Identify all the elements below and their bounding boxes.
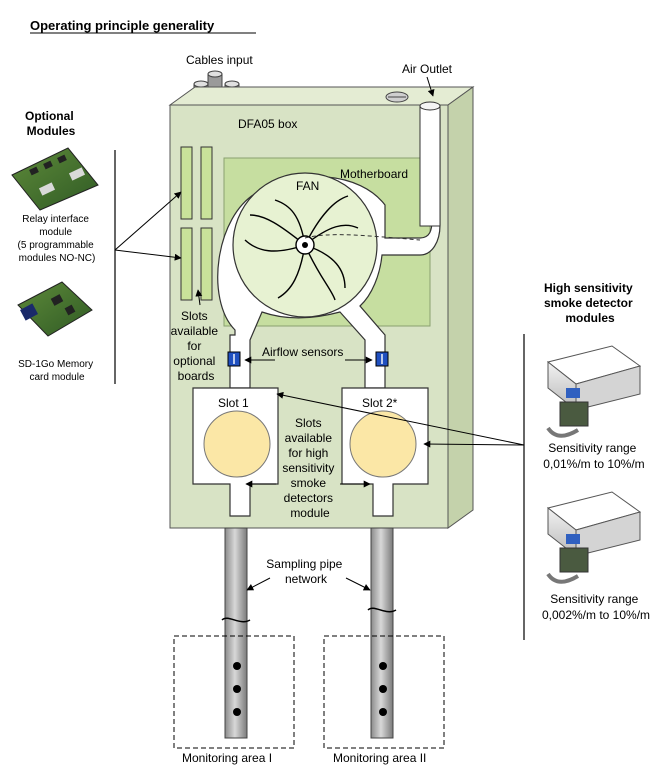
detector-module-image-2 — [546, 491, 642, 584]
motherboard-label: Motherboard — [340, 167, 408, 181]
high-sensitivity-heading: High sensitivity smoke detector modules — [544, 281, 636, 325]
monitoring-area-2 — [323, 635, 445, 749]
page-title: Operating principle generality — [30, 18, 215, 33]
detector-slot-2 — [349, 410, 417, 478]
monitoring-area-1-label: Monitoring area I — [182, 751, 272, 765]
detector-module-image-1 — [546, 345, 642, 438]
sampling-pipe-label: Sampling pipe network — [266, 557, 345, 586]
monitoring-area-2-label: Monitoring area II — [333, 751, 426, 765]
sd-module-label: SD-1Go Memory card module — [18, 359, 96, 383]
relay-module-image — [11, 147, 99, 211]
box-label: DFA05 box — [238, 117, 297, 131]
slot-2-label: Slot 2* — [362, 396, 398, 410]
detector-slot-1 — [203, 410, 271, 478]
slots-detectors-label: Slots available for high sensitivity smo… — [282, 416, 337, 520]
airflow-sensors-label: Airflow sensors — [262, 345, 343, 359]
sd-module-image — [17, 281, 93, 337]
slot-1-label: Slot 1 — [218, 396, 249, 410]
sensitivity-range-1: Sensitivity range 0,01%/m to 10%/m — [543, 441, 644, 471]
optional-slots — [180, 146, 213, 301]
fan-label: FAN — [296, 179, 319, 193]
sampling-pipes — [221, 527, 397, 739]
sensitivity-range-2: Sensitivity range 0,002%/m to 10%/m — [542, 592, 650, 622]
relay-module-label: Relay interface module (5 programmable m… — [18, 214, 97, 264]
optional-modules-heading: Optional Modules — [25, 109, 77, 138]
slots-optional-label: Slots available for optional boards — [171, 309, 222, 383]
air-outlet-tube — [419, 105, 441, 227]
monitoring-area-1 — [173, 635, 295, 749]
cables-input-label: Cables input — [186, 53, 253, 67]
air-outlet-label: Air Outlet — [402, 62, 453, 76]
